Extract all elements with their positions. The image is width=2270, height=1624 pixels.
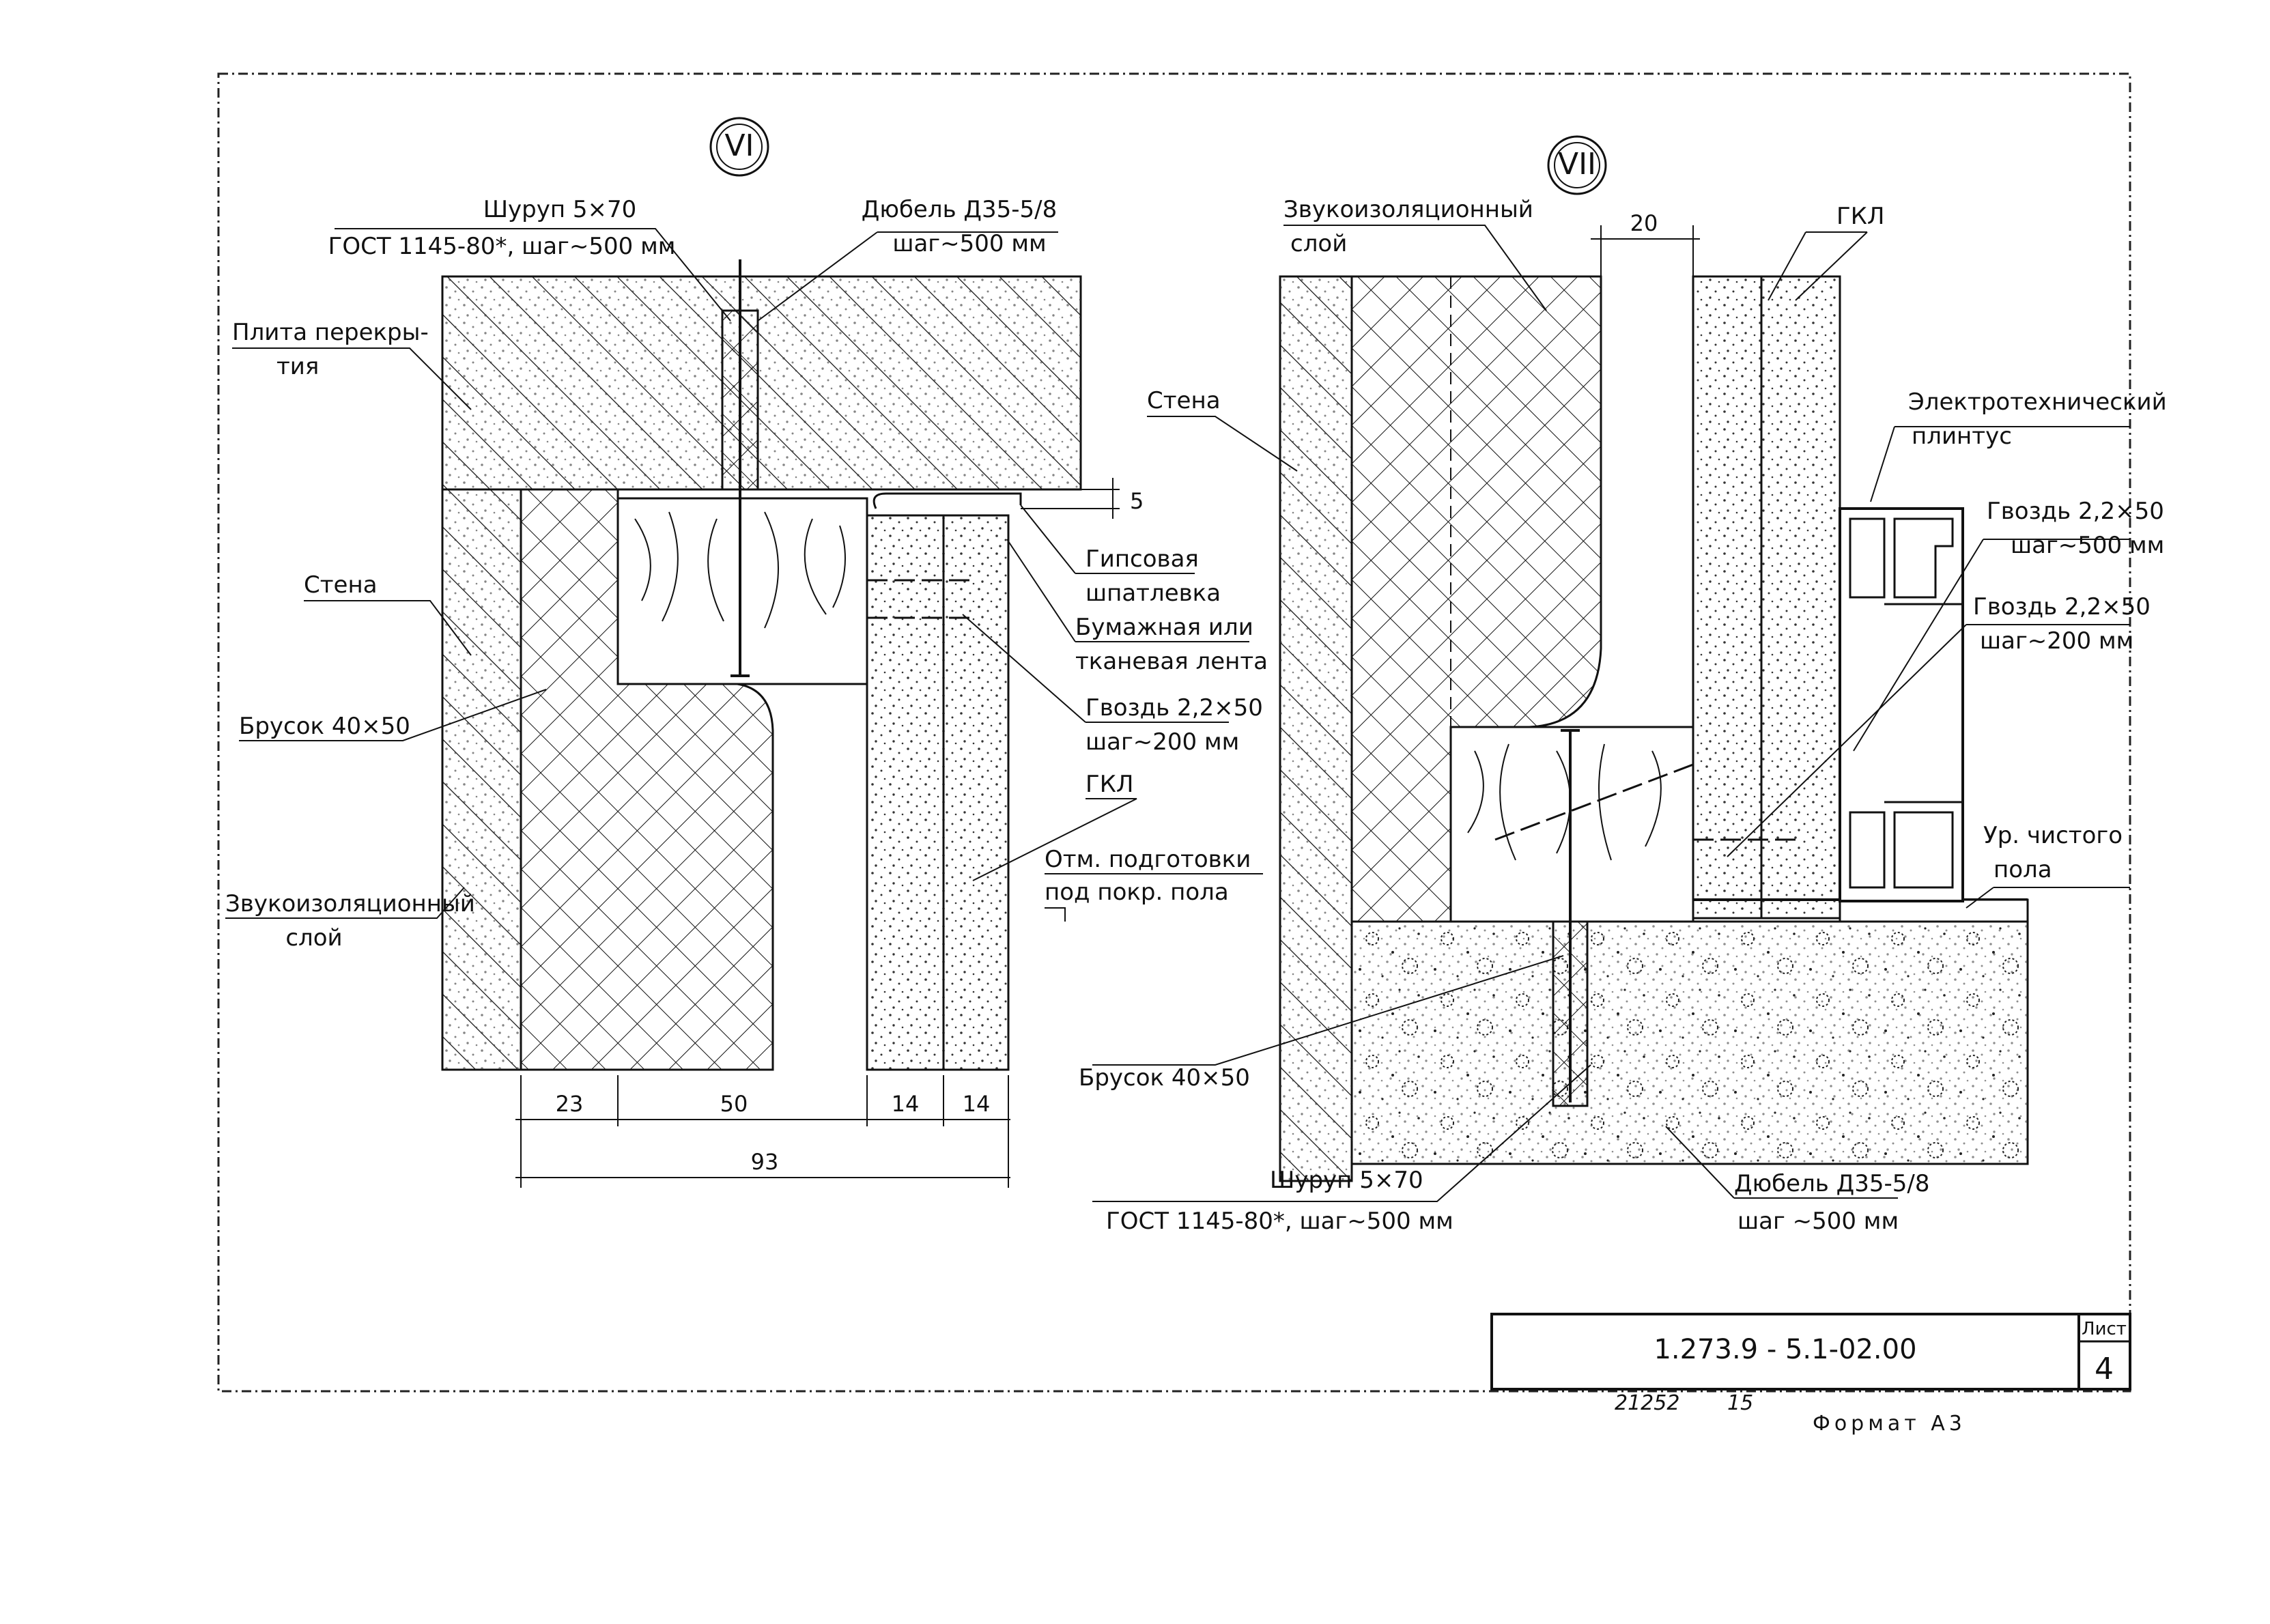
drawing-code: 1.273.9 - 5.1-02.00 <box>1654 1334 1916 1365</box>
label-plinth: Электротехнический <box>1908 388 2167 416</box>
label-insulation-2: слой <box>1290 230 1347 257</box>
label-nail: Гвоздь 2,2×50 <box>1086 694 1263 722</box>
dim-d2: 50 <box>720 1091 748 1117</box>
label-screw-gost: ГОСТ 1145-80*, шаг~500 мм <box>1106 1208 1453 1235</box>
dimension-chain-vi <box>515 1075 1010 1188</box>
detail-vi-marker-text: VI <box>724 128 754 163</box>
wooden-bar <box>1449 726 1694 923</box>
gkl-board-1 <box>866 514 945 1071</box>
label-dowel: Дюбель Д35-5/8 <box>862 196 1057 223</box>
label-mark-2: под покр. пола <box>1045 879 1229 906</box>
label-nail-2-step: шаг~200 мм <box>1980 627 2133 655</box>
gkl-board-2 <box>1760 275 1841 920</box>
electrotechnical-plinth <box>1839 507 1964 902</box>
label-tape: Бумажная или <box>1075 614 1253 641</box>
inventory-n: 15 <box>1727 1391 1753 1415</box>
label-wall: Стена <box>304 571 378 599</box>
gkl-board-1 <box>1692 275 1763 920</box>
label-nail-2: Гвоздь 2,2×50 <box>1973 593 2151 621</box>
label-dowel-step: шаг~500 мм <box>892 230 1046 257</box>
label-dowel-step: шаг ~500 мм <box>1737 1208 1899 1235</box>
sheet-frame <box>217 72 2131 1393</box>
label-nail-step: шаг~200 мм <box>1086 728 1239 756</box>
detail-vii-marker-text: VII <box>1558 147 1596 182</box>
label-screw-gost: ГОСТ 1145-80*, шаг~500 мм <box>328 233 676 260</box>
label-tape-2: тканевая лента <box>1075 648 1268 675</box>
format-label: Формат А3 <box>1813 1412 1966 1436</box>
label-nail-1: Гвоздь 2,2×50 <box>1987 498 2164 525</box>
label-insulation: Звукоизоляционный <box>1283 196 1533 223</box>
label-putty: Гипсовая <box>1086 545 1199 573</box>
dim-total: 93 <box>751 1149 779 1175</box>
label-slab-2: тия <box>276 353 319 380</box>
sheet-number: 4 <box>2095 1352 2114 1386</box>
inventory-number: 21252 <box>1615 1391 1679 1415</box>
detail-vi: VI 5 <box>225 117 1268 1188</box>
dim-gap-vii: 20 <box>1630 210 1658 236</box>
label-mark: Отм. подготовки <box>1045 846 1251 873</box>
label-screw: Шуруп 5×70 <box>483 196 637 223</box>
title-block: 1.273.9 - 5.1-02.00 Лист 4 <box>1490 1313 2131 1391</box>
label-insulation-2: слой <box>285 924 342 952</box>
label-bar: Брусок 40×50 <box>239 713 410 740</box>
label-gkl: ГКЛ <box>1836 203 1884 230</box>
wooden-bar <box>616 497 868 685</box>
dim-d1: 23 <box>556 1091 584 1117</box>
label-dowel: Дюбель Д35-5/8 <box>1734 1170 1929 1197</box>
label-nail-1-step: шаг~500 мм <box>2011 532 2164 559</box>
dim-d3: 14 <box>892 1091 920 1117</box>
label-gkl: ГКЛ <box>1086 771 1133 798</box>
label-floor-level: Ур. чистого <box>1983 822 2123 849</box>
label-floor-level-2: пола <box>1994 856 2052 883</box>
dim-d4: 14 <box>963 1091 991 1117</box>
label-wall: Стена <box>1147 387 1221 414</box>
label-plinth-2: плинтус <box>1912 423 2012 450</box>
label-bar: Брусок 40×50 <box>1079 1064 1250 1092</box>
detail-vii-marker <box>1547 135 1607 195</box>
gkl-board-2 <box>942 514 1010 1071</box>
dim-gap-vi: 5 <box>1130 488 1144 514</box>
label-slab: Плита перекры- <box>232 319 429 346</box>
label-putty-2: шпатлевка <box>1086 580 1221 607</box>
label-screw: Шуруп 5×70 <box>1270 1167 1423 1194</box>
detail-vii: VII 20 <box>1079 135 2167 1235</box>
detail-vi-marker <box>709 117 769 177</box>
sheet-label: Лист <box>2082 1319 2127 1339</box>
label-insulation: Звукоизоляционный <box>225 890 475 917</box>
